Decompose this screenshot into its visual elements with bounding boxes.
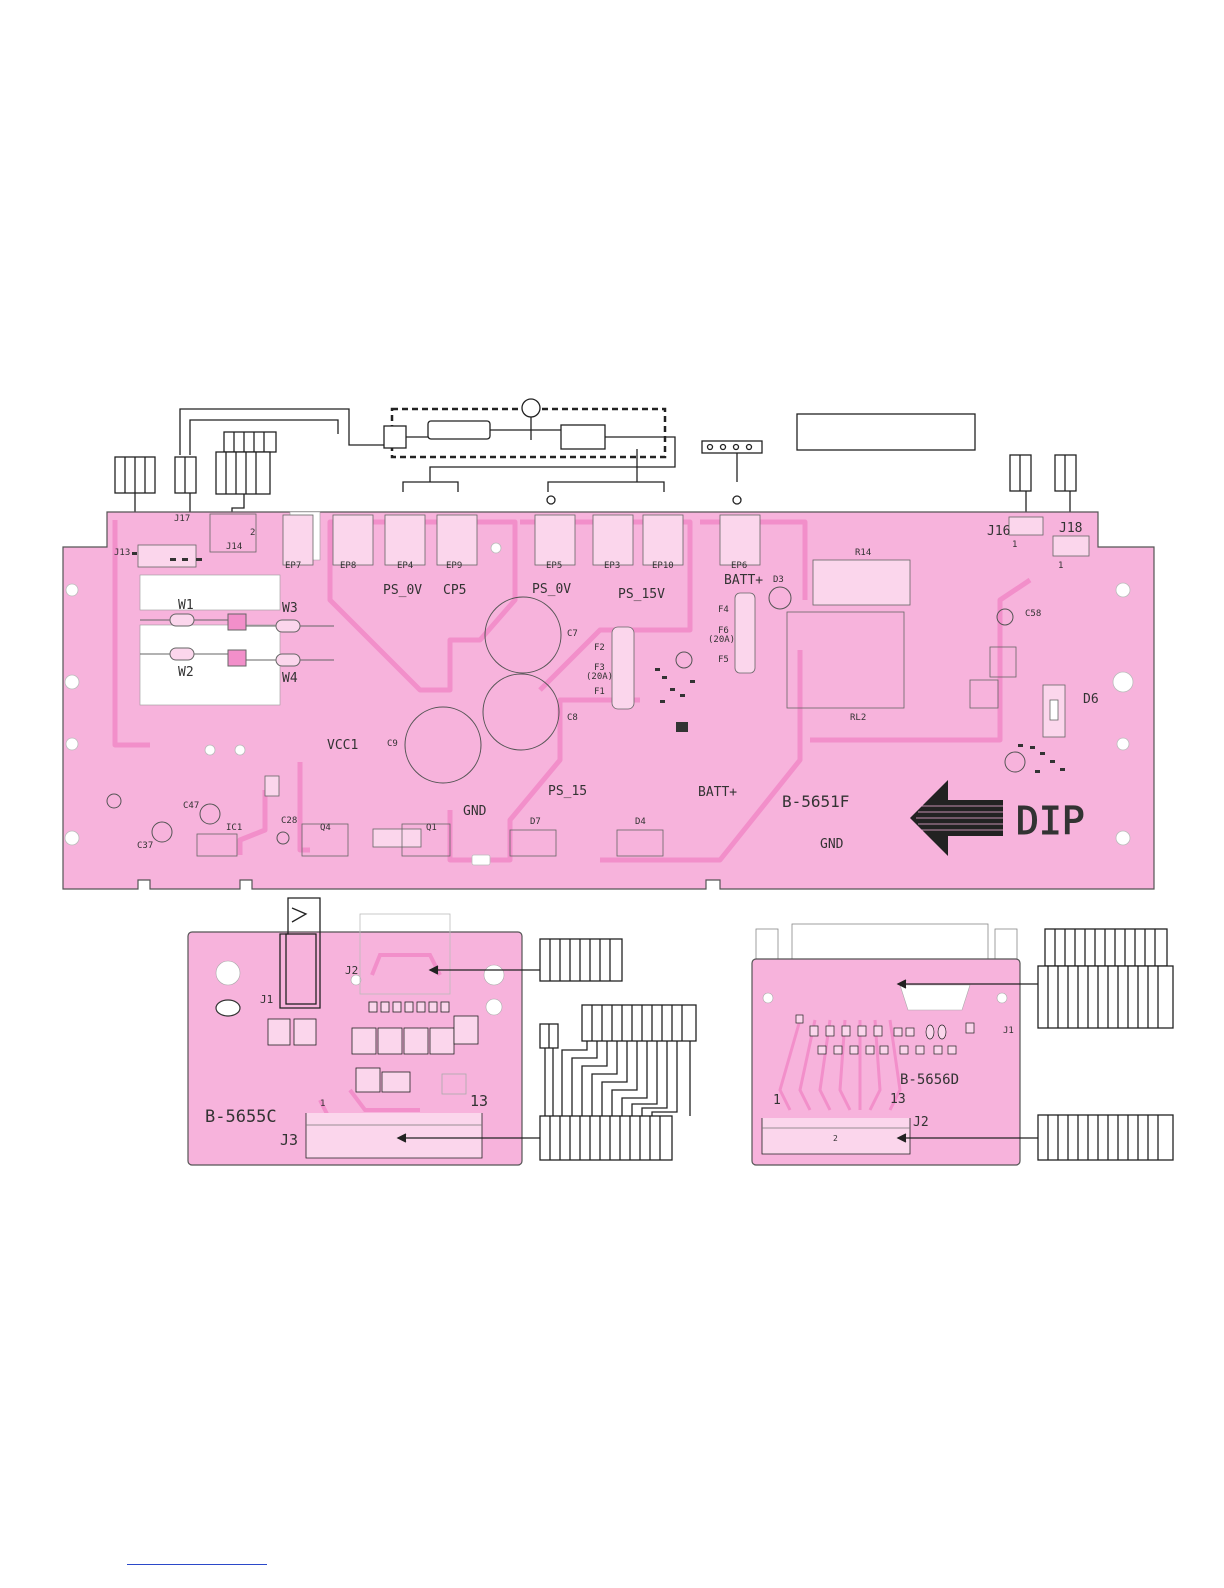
label-c37: C37 (137, 841, 153, 851)
label-w2: W2 (178, 665, 194, 680)
label-c28: C28 (281, 816, 297, 826)
label-ep7: EP7 (285, 561, 301, 571)
label-left-pin1: 1 (320, 1099, 325, 1109)
fuse-f4f6 (735, 593, 755, 673)
label-ps0v-a: PS_0V (383, 583, 422, 598)
label-j14-pin: 2 (250, 528, 255, 538)
label-f4: F4 (718, 605, 729, 615)
label-batt-top: BATT+ (724, 573, 763, 588)
label-j14: J14 (226, 542, 242, 552)
db-connector-shell (756, 924, 1017, 960)
label-batt-center: BATT+ (698, 785, 737, 800)
label-cp5: CP5 (443, 583, 466, 598)
label-j17: J17 (174, 514, 190, 524)
label-right-pin2: 2 (833, 1134, 838, 1143)
label-c7: C7 (567, 629, 578, 639)
ep6-terminal (720, 515, 760, 565)
label-c58: C58 (1025, 609, 1041, 619)
relay-box (384, 426, 406, 448)
label-d7: D7 (530, 817, 541, 827)
label-c9: C9 (387, 739, 398, 749)
left-board: J2 J1 1 13 J3 B-5655C (188, 898, 696, 1165)
j3-connector (306, 1113, 482, 1158)
label-ep9: EP9 (446, 561, 462, 571)
label-right-pin1: 1 (773, 1093, 781, 1108)
connector-stack-j13 (115, 457, 155, 517)
lamp-icon (522, 399, 540, 417)
label-ps0v-b: PS_0V (532, 582, 571, 597)
board-name-left: B-5655C (205, 1107, 277, 1127)
label-j13: J13 (114, 548, 130, 558)
footer-rule (127, 1564, 267, 1565)
label-left-j3: J3 (280, 1131, 298, 1149)
label-f2: F2 (594, 643, 605, 653)
label-f1: F1 (594, 687, 605, 697)
label-d3: D3 (773, 575, 784, 585)
right-board: 1 13 J2 J1 2 B-5656D (752, 924, 1173, 1165)
label-left-j2: J2 (345, 964, 358, 977)
label-d4: D4 (635, 817, 646, 827)
label-d6: D6 (1083, 692, 1099, 707)
board-name-right: B-5656D (900, 1072, 959, 1088)
label-box (797, 414, 975, 450)
label-right-j1: J1 (1003, 1026, 1014, 1036)
label-ep5: EP5 (546, 561, 562, 571)
label-ps15: PS_15 (548, 784, 587, 799)
board-name-main: B-5651F (782, 792, 849, 811)
label-c8: C8 (567, 713, 578, 723)
four-pin-header (702, 441, 762, 453)
label-ps15v: PS_15V (618, 587, 665, 602)
label-dip: DIP (1016, 799, 1085, 843)
label-j16: J16 (987, 524, 1010, 539)
label-ep10: EP10 (652, 561, 674, 571)
label-ic1: IC1 (226, 823, 242, 833)
label-f5: F5 (718, 655, 729, 665)
ep9-terminal (437, 515, 477, 565)
label-f3-rating: (20A) (586, 672, 613, 682)
label-j18-pin: 1 (1058, 561, 1063, 571)
r14-resistor (813, 560, 910, 605)
ep8-terminal (333, 515, 373, 565)
label-ep8: EP8 (340, 561, 356, 571)
ep7-terminal (283, 515, 313, 565)
fuse-f1f3 (612, 627, 634, 709)
main-board: EP7 EP8 EP4 EP9 EP5 EP3 EP10 EP6 R14 RL2… (63, 512, 1154, 889)
label-r14: R14 (855, 548, 871, 558)
label-rl2: RL2 (850, 713, 866, 723)
ep4-terminal (385, 515, 425, 565)
cutout-b (140, 625, 280, 705)
connector-stack-j14 (216, 432, 276, 520)
label-j18: J18 (1059, 521, 1082, 536)
label-ep4: EP4 (397, 561, 413, 571)
label-gnd-center: GND (463, 804, 487, 819)
label-j16-pin: 1 (1012, 540, 1017, 550)
label-f6-rating: (20A) (708, 635, 735, 645)
ep3-terminal (593, 515, 633, 565)
label-right-pin13: 13 (890, 1092, 906, 1107)
label-left-pin13: 13 (470, 1092, 488, 1110)
connector-stack-j16 (1010, 455, 1031, 520)
label-w3: W3 (282, 601, 298, 616)
label-w4: W4 (282, 671, 298, 686)
label-q4: Q4 (320, 823, 331, 833)
label-q1: Q1 (426, 823, 437, 833)
label-ep3: EP3 (604, 561, 620, 571)
cutout-a (140, 575, 280, 610)
label-right-j2: J2 (913, 1115, 929, 1130)
label-w1: W1 (178, 598, 194, 613)
label-c47: C47 (183, 801, 199, 811)
switch-body (428, 421, 490, 439)
fuse-box (561, 425, 605, 449)
stack-left-upper (540, 1005, 696, 1116)
label-vcc1: VCC1 (327, 738, 358, 753)
label-gnd-right: GND (820, 837, 844, 852)
label-left-j1: J1 (260, 993, 273, 1006)
label-ep6: EP6 (731, 561, 747, 571)
ep10-terminal (643, 515, 683, 565)
ep5-terminal (535, 515, 575, 565)
